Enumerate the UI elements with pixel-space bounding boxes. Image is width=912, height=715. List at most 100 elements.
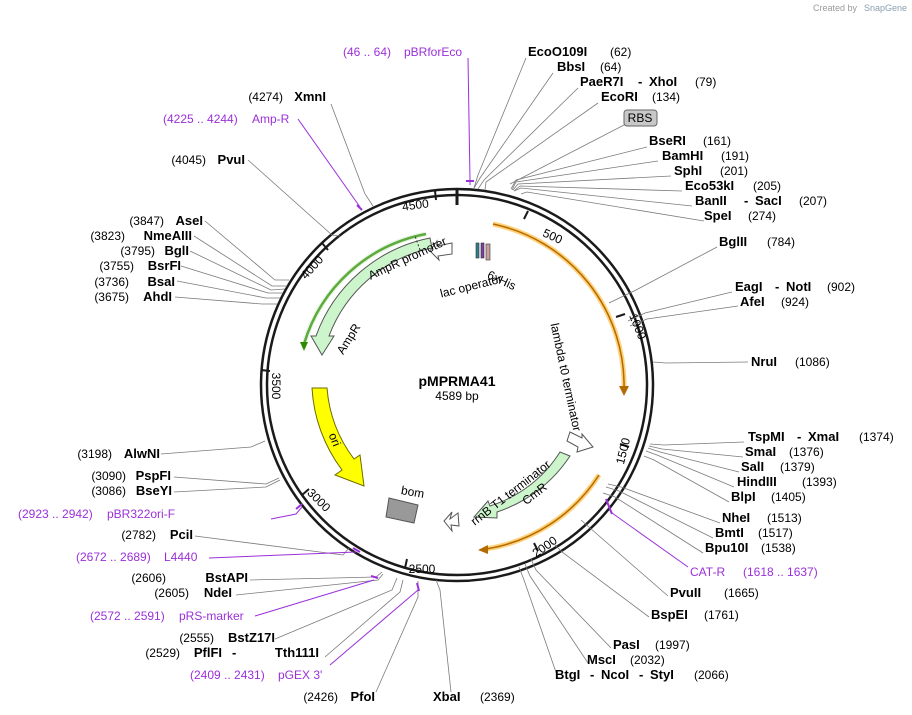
- bom-label: bom: [400, 483, 425, 501]
- ampr-highlight-arrowhead: [300, 342, 308, 351]
- svg-text:EcoRI: EcoRI: [601, 89, 638, 104]
- tick-2000: 2000: [530, 533, 560, 560]
- enzyme-btgi-ncoi-styi: BtgI - NcoI - StyI (2066): [555, 667, 729, 682]
- svg-text:BbsI: BbsI: [557, 59, 585, 74]
- enzyme-eco53ki: Eco53kI (205): [685, 178, 781, 193]
- enzyme-paer7i-xhoi: PaeR7I - XhoI (79): [580, 74, 716, 89]
- svg-text:(3675): (3675): [94, 290, 129, 304]
- svg-text:(201): (201): [720, 164, 748, 178]
- svg-text:(1379): (1379): [780, 460, 815, 474]
- enzyme-asei: (3847) AseI: [129, 213, 203, 228]
- svg-text:(2409 .. 2431): (2409 .. 2431): [190, 668, 265, 682]
- svg-text:BamHI: BamHI: [662, 148, 703, 163]
- enzyme-pflfi-tth111i: (2529) PflFI - Tth111I: [145, 645, 319, 660]
- svg-text:(2923 .. 2942): (2923 .. 2942): [18, 507, 93, 521]
- svg-text:-: -: [744, 193, 748, 208]
- svg-text:SmaI: SmaI: [745, 444, 776, 459]
- svg-text:XbaI: XbaI: [433, 689, 460, 704]
- enzyme-sali: SalI (1379): [741, 459, 815, 474]
- svg-text:XhoI: XhoI: [649, 74, 677, 89]
- enzyme-bglii: BglII (784): [719, 234, 795, 249]
- svg-text:(902): (902): [827, 280, 855, 294]
- enzyme-bpu10i: Bpu10I (1538): [705, 540, 796, 555]
- enzyme-pvuii: PvuII (1665): [670, 585, 759, 600]
- svg-text:(274): (274): [748, 209, 776, 223]
- ampr-label: AmpR: [334, 321, 364, 357]
- svg-text:Bpu10I: Bpu10I: [705, 540, 748, 555]
- svg-text:4000: 4000: [298, 252, 326, 281]
- svg-text:(2605): (2605): [154, 586, 189, 600]
- enzyme-ahdi: (3675) AhdI: [94, 289, 172, 304]
- enzyme-sphi: SphI (201): [674, 163, 748, 178]
- primer-pbr322ori-f: (2923 .. 2942) pBR322ori-F: [18, 507, 175, 521]
- lambda-terminator-arrow: [566, 431, 594, 453]
- svg-text:BtgI: BtgI: [555, 667, 580, 682]
- svg-text:(1374): (1374): [859, 430, 894, 444]
- svg-text:2000: 2000: [530, 533, 560, 560]
- svg-text:HindIII: HindIII: [737, 474, 777, 489]
- svg-text:(3736): (3736): [94, 275, 129, 289]
- svg-text:(1517): (1517): [758, 526, 793, 540]
- svg-text:EagI: EagI: [735, 279, 762, 294]
- rrnb-terminator-arrow: [443, 511, 460, 533]
- svg-text:(1376): (1376): [789, 445, 824, 459]
- enzyme-ndei: (2605) NdeI: [154, 585, 232, 600]
- primer-pbrforeco: (46 .. 64) pBRforEco: [343, 45, 462, 59]
- svg-text:(3086): (3086): [91, 484, 126, 498]
- lac-operator-box: [475, 242, 480, 259]
- lambda-arrowhead: [619, 386, 629, 396]
- svg-text:AhdI: AhdI: [143, 289, 172, 304]
- ampr-highlight: [302, 232, 427, 345]
- svg-text:(2606): (2606): [131, 571, 166, 585]
- enzyme-bseyi: (3086) BseYI: [91, 483, 172, 498]
- svg-text:SphI: SphI: [674, 163, 702, 178]
- svg-text:(79): (79): [695, 75, 716, 89]
- enzyme-tspmi-xmai: TspMI - XmaI (1374): [748, 429, 894, 444]
- svg-text:(207): (207): [799, 194, 827, 208]
- bom-feature: [385, 497, 419, 524]
- svg-text:(1513): (1513): [767, 511, 802, 525]
- svg-text:BglI: BglI: [164, 243, 189, 258]
- tick-4500: 4500: [401, 190, 437, 214]
- svg-text:-: -: [590, 667, 594, 682]
- svg-text:-: -: [638, 74, 642, 89]
- svg-text:MscI: MscI: [587, 652, 616, 667]
- svg-text:(3755): (3755): [99, 259, 134, 273]
- his-tag-box: [480, 242, 485, 259]
- enzyme-afei: AfeI (924): [740, 294, 809, 309]
- svg-text:(3847): (3847): [129, 214, 164, 228]
- enzyme-xmni: (4274) XmnI: [248, 89, 326, 104]
- svg-text:(1393): (1393): [802, 475, 837, 489]
- enzyme-nrui: NruI (1086): [751, 354, 830, 369]
- svg-text:BsrFI: BsrFI: [148, 258, 181, 273]
- enzyme-bmti: BmtI (1517): [715, 525, 793, 540]
- enzyme-blpi: BlpI (1405): [731, 489, 806, 504]
- svg-text:Tth111I: Tth111I: [275, 645, 319, 660]
- enzyme-pcii: (2782) PciI: [121, 527, 193, 542]
- lac-operator-label: lac operator: [439, 272, 504, 301]
- svg-text:BlpI: BlpI: [731, 489, 756, 504]
- cmr-highlight-arc: [485, 474, 600, 550]
- enzyme-bspei: BspEI (1761): [651, 607, 739, 622]
- amp-promoter-arrow: [429, 239, 453, 262]
- svg-text:pBR322ori-F: pBR322ori-F: [107, 507, 175, 521]
- plasmid-size: 4589 bp: [435, 389, 479, 403]
- svg-text:PvuII: PvuII: [670, 585, 701, 600]
- svg-text:NheI: NheI: [722, 510, 750, 525]
- enzyme-pfoi: (2426) PfoI: [303, 689, 375, 704]
- svg-text:-: -: [232, 645, 236, 660]
- enzyme-bstapi: (2606) BstAPI: [131, 570, 248, 585]
- svg-text:PflFI: PflFI: [194, 645, 222, 660]
- svg-text:(4045): (4045): [171, 153, 206, 167]
- svg-text:TspMI: TspMI: [748, 429, 785, 444]
- svg-text:3500: 3500: [269, 373, 283, 400]
- enzyme-nmeaiii: (3823) NmeAIII: [90, 228, 192, 243]
- snapgene-credit: SnapGene: [864, 3, 907, 13]
- svg-text:XmaI: XmaI: [808, 429, 839, 444]
- svg-text:-: -: [775, 279, 779, 294]
- enzyme-hindiii: HindIII (1393): [737, 474, 837, 489]
- primer-pgex3: (2409 .. 2431) pGEX 3': [190, 668, 322, 682]
- svg-text:PspFI: PspFI: [136, 468, 171, 483]
- svg-text:BglII: BglII: [719, 234, 747, 249]
